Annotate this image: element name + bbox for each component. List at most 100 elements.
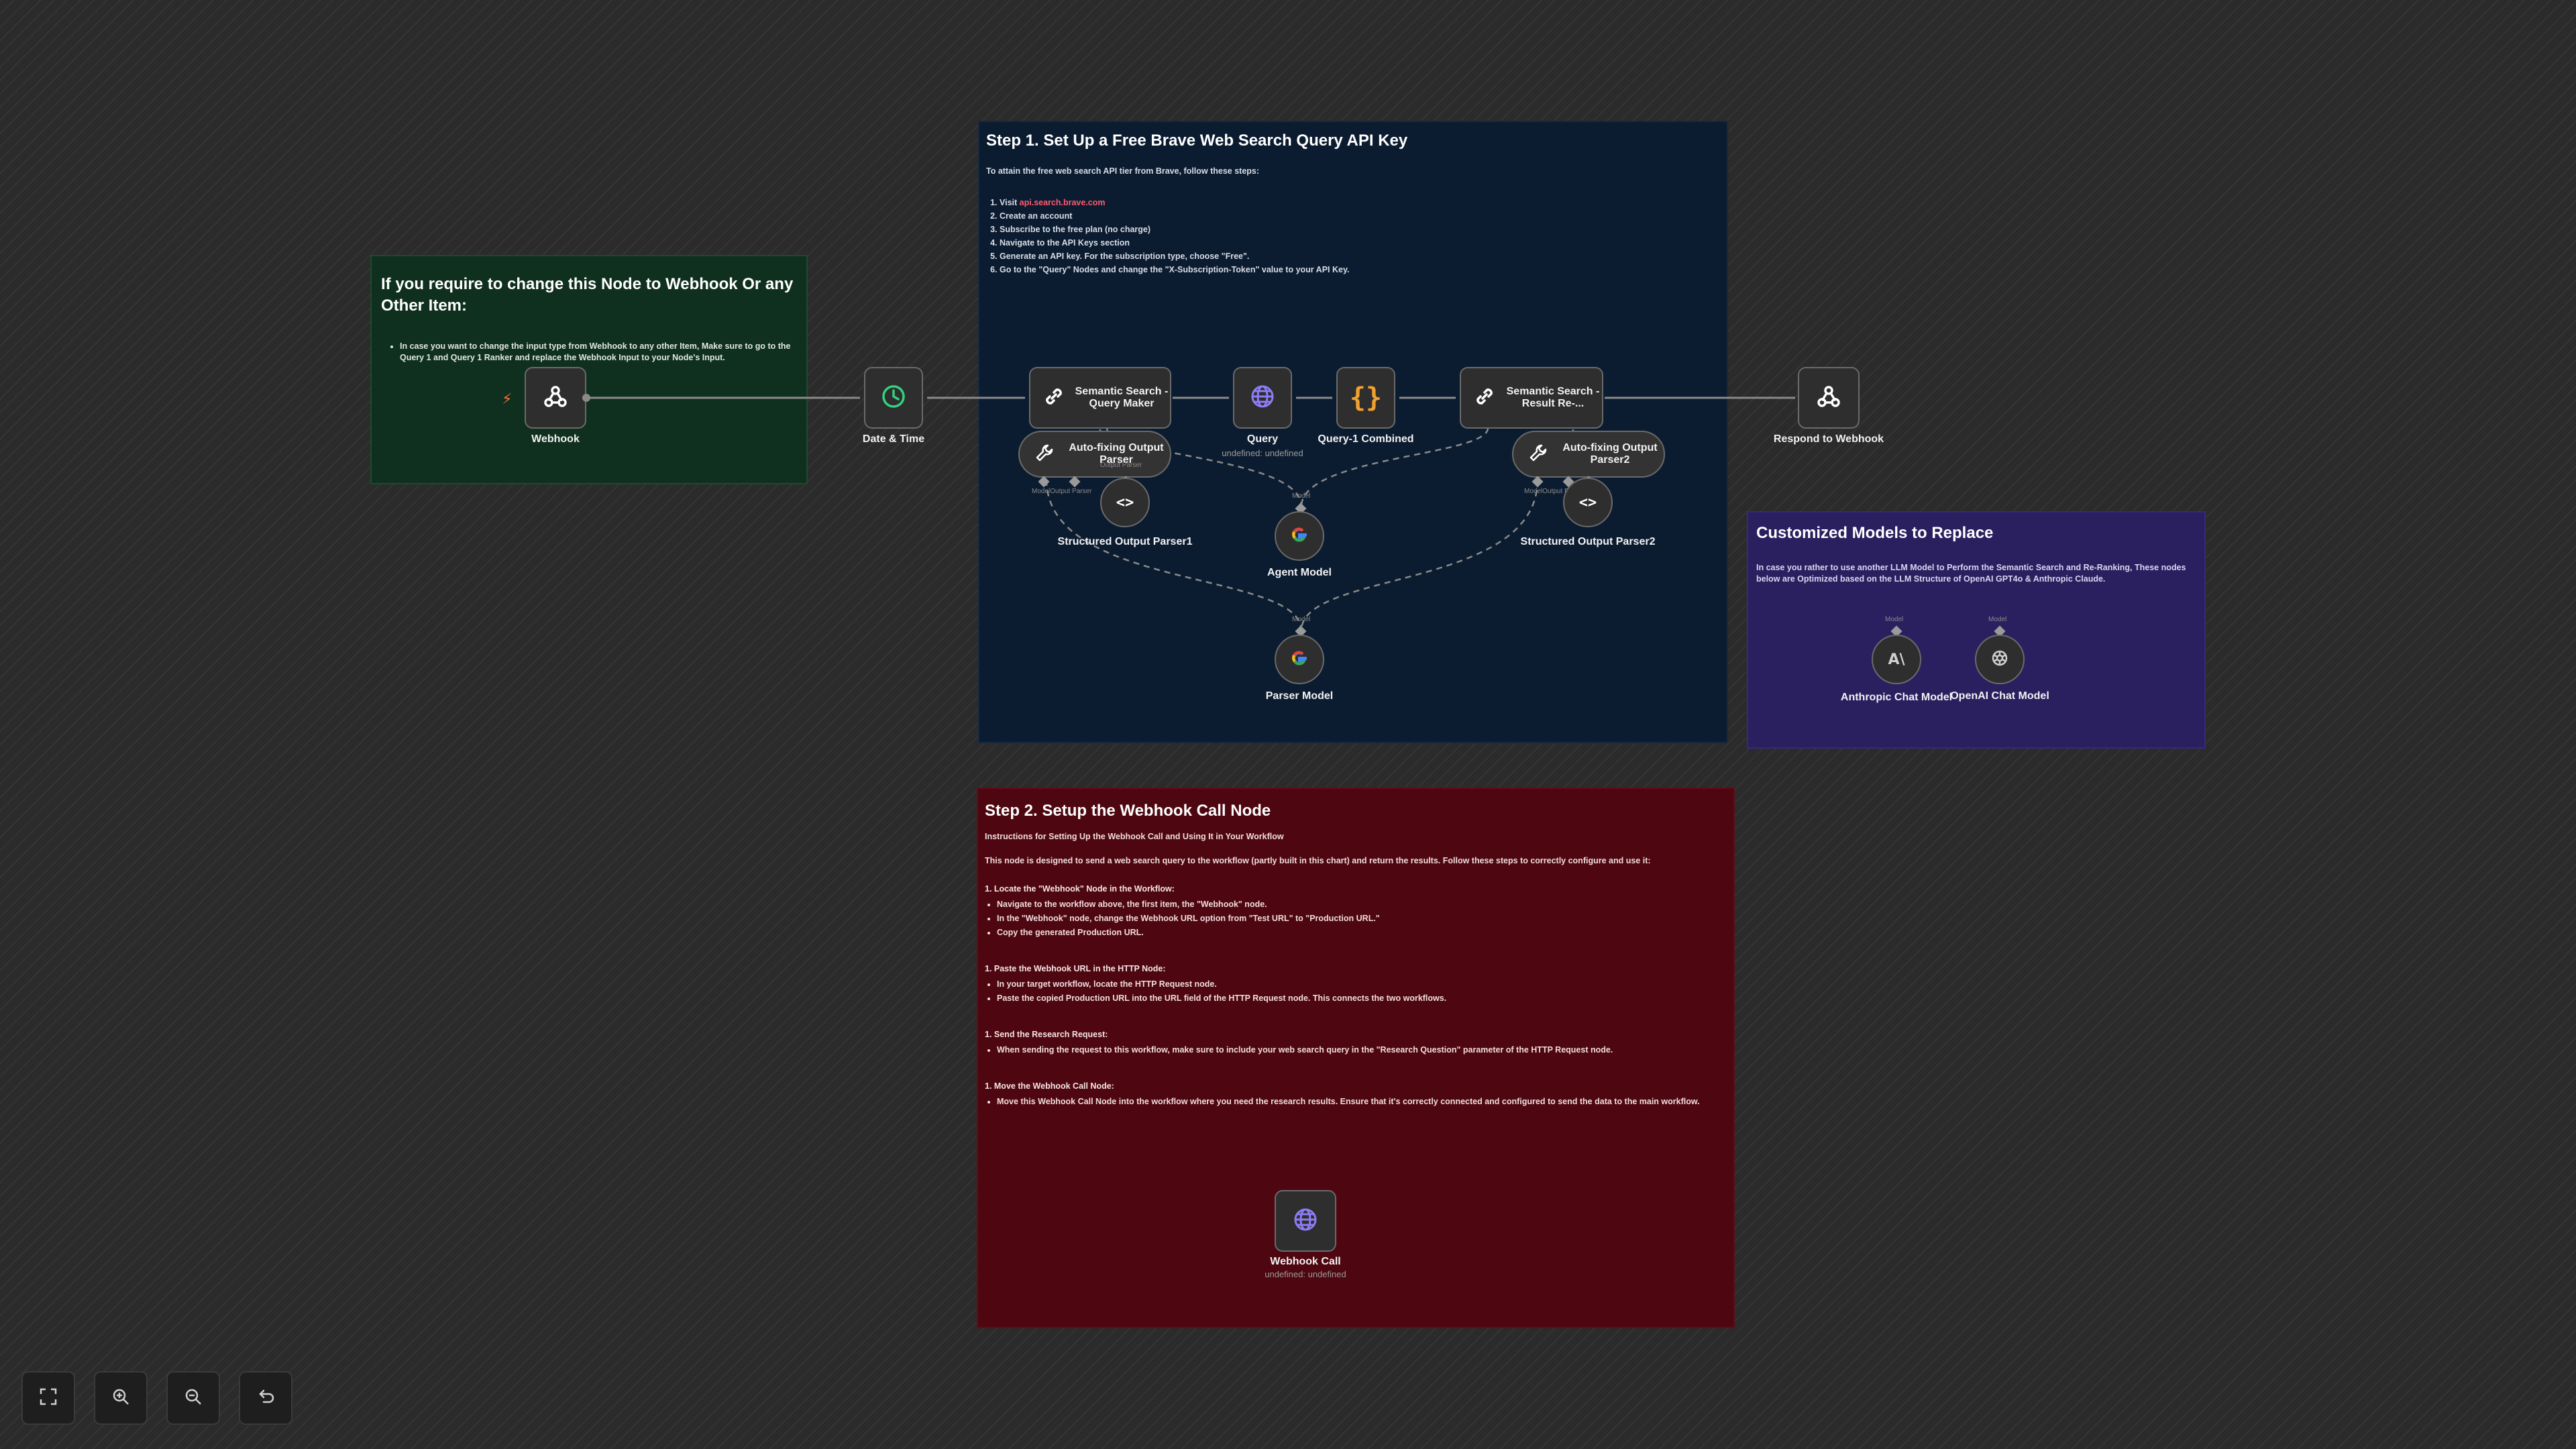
webhook-icon [1815, 382, 1843, 414]
node-label-structured-1: Structured Output Parser1 [1057, 536, 1193, 547]
port-label: ModelOutput Parser [1032, 488, 1092, 495]
node-label-query-combined: Query-1 Combined [1318, 433, 1414, 445]
node-label-parser-model: Parser Model [1265, 690, 1334, 702]
list-item: When sending the request to this workflo… [997, 1043, 1727, 1057]
note-intro: To attain the free web search API tier f… [986, 166, 1260, 176]
node-label-semantic-query-maker: Semantic Search -Query Maker [1075, 386, 1169, 409]
note-text: In case you rather to use another LLM Mo… [1756, 563, 2186, 584]
globe-icon [1291, 1205, 1320, 1237]
zoom-out-icon [183, 1387, 203, 1410]
code-icon: <> [1578, 494, 1597, 511]
node-agent-model[interactable] [1275, 511, 1324, 561]
node-anthropic-chat-model[interactable]: A\ [1872, 635, 1921, 684]
openai-icon [1990, 648, 2010, 672]
code-icon: <> [1116, 494, 1134, 511]
node-semantic-reranker[interactable]: Semantic Search - Result Re-... [1460, 367, 1603, 429]
note-section-title: 1. Move the Webhook Call Node: [985, 1081, 1114, 1091]
note-bullet: In case you want to change the input typ… [400, 341, 797, 364]
sticky-note-step2[interactable]: Step 2. Setup the Webhook Call Node Inst… [977, 788, 1735, 1328]
fit-view-button[interactable] [21, 1371, 75, 1425]
node-subtitle-webhook-call: undefined: undefined [1265, 1269, 1346, 1279]
note-step: Generate an API key. For the subscriptio… [1000, 250, 1720, 263]
undo-icon [256, 1387, 276, 1410]
node-subtitle-query: undefined: undefined [1222, 448, 1303, 458]
node-parser-model[interactable] [1275, 635, 1324, 684]
sticky-note-custom-models[interactable]: Customized Models to Replace In case you… [1747, 511, 2206, 749]
node-openai-chat-model[interactable] [1975, 635, 2025, 684]
note-step: Create an account [1000, 209, 1720, 223]
port-label: ModelOutput Parser [1524, 488, 1585, 495]
globe-icon [1248, 382, 1277, 414]
note-section-title: 1. Paste the Webhook URL in the HTTP Nod… [985, 964, 1166, 973]
note-section-list: Navigate to the workflow above, the firs… [985, 898, 1727, 940]
list-item: Paste the copied Production URL into the… [997, 991, 1727, 1006]
node-autofix-parser-1[interactable]: Auto-fixing Output Parser [1018, 431, 1171, 478]
node-autofix-parser-2[interactable]: Auto-fixing Output Parser2 [1512, 431, 1665, 478]
anthropic-icon: A\ [1888, 651, 1905, 668]
node-label-semantic-reranker: Semantic Search - Result Re-... [1506, 386, 1600, 409]
zoom-out-button[interactable] [166, 1371, 220, 1425]
port-label: Model [1988, 616, 2007, 623]
step-text: Visit [1000, 198, 1020, 207]
node-date-time[interactable] [864, 367, 923, 429]
node-label-webhook-call: Webhook Call [1270, 1256, 1341, 1267]
note-section-list: Move this Webhook Call Node into the wor… [985, 1095, 1727, 1109]
note-step: Subscribe to the free plan (no charge) [1000, 223, 1720, 236]
node-structured-parser-1[interactable]: <> [1100, 478, 1150, 527]
note-description: This node is designed to send a web sear… [985, 856, 1651, 865]
list-item: Navigate to the workflow above, the firs… [997, 898, 1727, 912]
link-icon [1042, 385, 1065, 411]
port-label: Output Parser [1100, 462, 1142, 469]
list-item: Copy the generated Production URL. [997, 926, 1727, 940]
trigger-bolt-icon: ⚡ [502, 390, 513, 407]
node-respond-to-webhook[interactable] [1798, 367, 1860, 429]
note-step: Navigate to the API Keys section [1000, 236, 1720, 250]
node-label-structured-2: Structured Output Parser2 [1520, 536, 1656, 547]
braces-icon: {} [1349, 382, 1383, 413]
list-item: In your target workflow, locate the HTTP… [997, 977, 1727, 991]
node-query[interactable] [1233, 367, 1292, 429]
wrench-icon [1528, 443, 1548, 466]
node-query-combined[interactable]: {} [1336, 367, 1395, 429]
note-title: Step 2. Setup the Webhook Call Node [985, 802, 1271, 820]
note-title: If you require to change this Node to We… [381, 275, 794, 315]
webhook-icon [541, 382, 570, 414]
note-section-title: 1. Send the Research Request: [985, 1030, 1108, 1039]
note-subtitle: Instructions for Setting Up the Webhook … [985, 832, 1284, 841]
clock-icon [879, 382, 908, 414]
wrench-icon [1034, 443, 1055, 466]
reset-zoom-button[interactable] [239, 1371, 292, 1425]
node-webhook-call[interactable] [1275, 1190, 1336, 1252]
note-step: Visit api.search.brave.com [1000, 196, 1720, 209]
google-icon [1289, 648, 1309, 672]
note-section-list: When sending the request to this workflo… [985, 1043, 1727, 1057]
note-title: Customized Models to Replace [1756, 524, 1994, 542]
node-label-webhook: Webhook [531, 433, 580, 445]
google-icon [1289, 525, 1309, 548]
node-label-respond: Respond to Webhook [1773, 433, 1884, 445]
node-label-autofix-1: Auto-fixing Output Parser [1069, 442, 1164, 466]
node-label-anthropic: Anthropic Chat Model [1840, 692, 1953, 703]
zoom-in-button[interactable] [94, 1371, 148, 1425]
port-label: Model [1292, 492, 1311, 500]
sticky-note-change-input[interactable]: If you require to change this Node to We… [370, 255, 808, 484]
port-label: Model [1885, 616, 1904, 623]
node-semantic-query-maker[interactable]: Semantic Search -Query Maker [1029, 367, 1171, 429]
node-label-openai: OpenAI Chat Model [1950, 690, 2049, 702]
link-icon [1473, 385, 1496, 411]
note-list: In case you want to change the input typ… [381, 341, 797, 364]
output-port[interactable] [582, 394, 590, 402]
note-section-list: In your target workflow, locate the HTTP… [985, 977, 1727, 1006]
node-label-date-time: Date & Time [862, 433, 925, 445]
node-structured-parser-2[interactable]: <> [1563, 478, 1613, 527]
zoom-in-icon [111, 1387, 131, 1410]
note-title: Step 1. Set Up a Free Brave Web Search Q… [986, 131, 1408, 150]
node-label-agent-model: Agent Model [1267, 567, 1332, 578]
note-section-title: 1. Locate the "Webhook" Node in the Work… [985, 884, 1175, 894]
port-label: Model [1292, 616, 1311, 623]
node-webhook[interactable] [525, 367, 586, 429]
list-item: In the "Webhook" node, change the Webhoo… [997, 912, 1727, 926]
note-steps: Visit api.search.brave.com Create an acc… [986, 196, 1720, 276]
brave-api-link[interactable]: api.search.brave.com [1019, 198, 1106, 207]
fit-view-icon [38, 1387, 58, 1410]
